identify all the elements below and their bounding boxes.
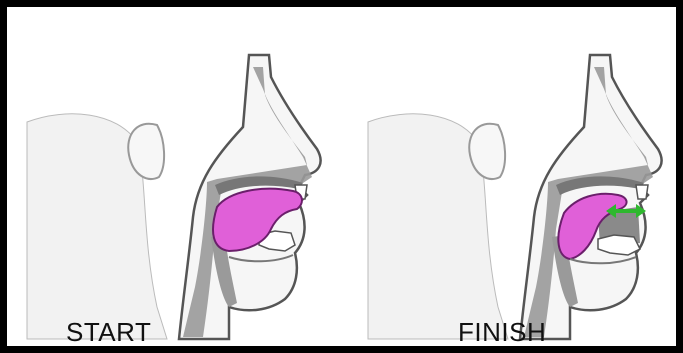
caption-start: START — [66, 318, 151, 346]
caption-finish: FINISH — [458, 318, 546, 346]
panel-finish: FINISH — [348, 7, 683, 346]
finish-head-diagram — [348, 7, 683, 346]
panel-start: START — [7, 7, 342, 346]
start-head-diagram — [7, 7, 342, 346]
finish-upper-teeth — [636, 185, 648, 199]
